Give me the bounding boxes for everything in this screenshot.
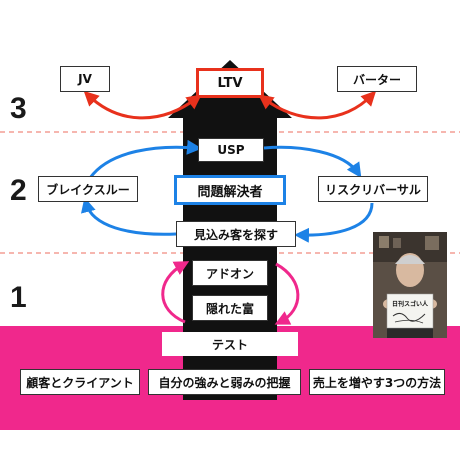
blue-arrow-seek-to-breakthrough <box>81 197 177 236</box>
box-addon: アドオン <box>192 260 268 286</box>
box-three-ways-sales: 売上を増やす3つの方法 <box>309 369 445 395</box>
red-arrow-barter <box>258 90 377 120</box>
blue-arrow-reversal-to-seek <box>294 202 374 243</box>
box-strengths-weaknesses: 自分の強みと弱みの把握 <box>148 369 301 395</box>
photo-sign-text: 日刊スゴい人 <box>392 300 429 308</box>
presenter-photo: 日刊スゴい人 <box>373 232 447 338</box>
box-customers-clients: 顧客とクライアント <box>20 369 140 395</box>
box-seek-prospects: 見込み客を探す <box>176 221 296 247</box>
box-usp: USP <box>198 138 264 162</box>
level-number-1: 1 <box>10 281 27 314</box>
box-breakthrough: ブレイクスルー <box>38 176 138 202</box>
box-risk-reversal: リスクリバーサル <box>318 176 428 202</box>
box-barter: バーター <box>337 66 417 92</box>
box-ltv: LTV <box>196 68 264 98</box>
box-jv: JV <box>60 66 110 92</box>
box-problem-solver: 問題解決者 <box>174 175 286 205</box>
red-arrow-jv <box>83 90 202 120</box>
level-number-2: 2 <box>10 174 27 207</box>
blue-arrow-breakthrough-to-usp <box>88 139 202 179</box>
box-hidden-wealth: 隠れた富 <box>192 295 268 321</box>
box-test: テスト <box>162 332 298 356</box>
blue-arrow-usp-to-reversal <box>263 145 362 178</box>
level-number-3: 3 <box>10 92 27 125</box>
pink-arrow-right <box>274 262 300 325</box>
pink-arrow-left <box>161 261 190 324</box>
